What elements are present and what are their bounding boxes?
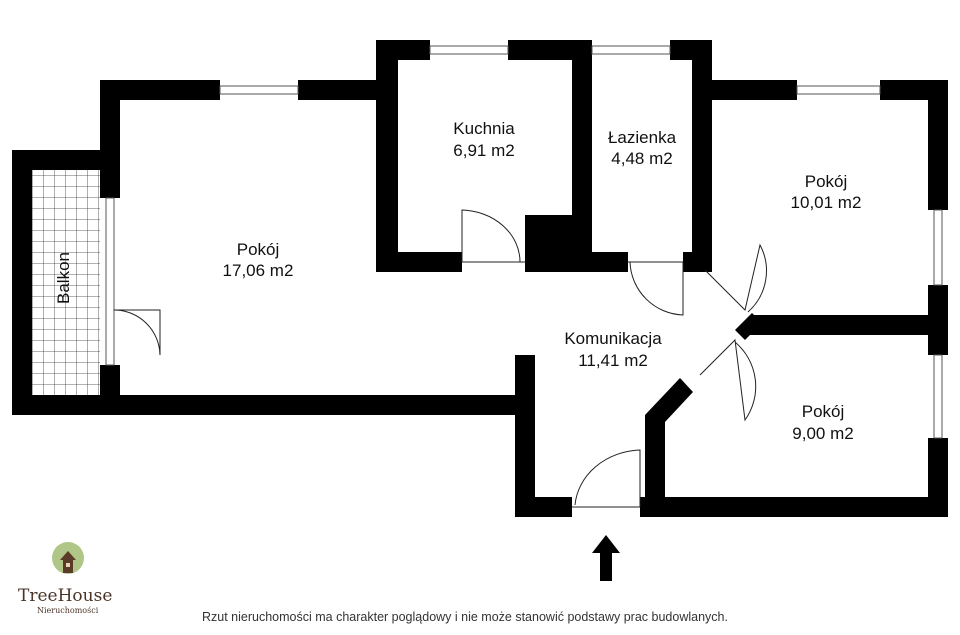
disclaimer: Rzut nieruchomości ma charakter poglądow… <box>202 610 728 624</box>
walls <box>12 40 948 517</box>
room-pokoj-3-area: 9,00 m2 <box>792 424 853 443</box>
windows <box>105 45 943 439</box>
room-lazienka-area: 4,48 m2 <box>611 149 672 168</box>
treehouse-logo-icon <box>52 542 84 574</box>
room-kuchnia-name: Kuchnia <box>453 119 515 138</box>
room-pokoj-3-name: Pokój <box>802 402 845 421</box>
room-komunikacja-area: 11,41 m2 <box>578 351 648 370</box>
room-pokoj-1-name: Pokój <box>237 240 280 259</box>
logo-name: TreeHouse <box>18 586 113 606</box>
room-lazienka-name: Łazienka <box>608 128 677 147</box>
logo-subtitle: Nieruchomości <box>37 606 99 615</box>
room-kuchnia-area: 6,91 m2 <box>453 141 514 160</box>
room-balkon-name: Balkon <box>54 252 73 304</box>
room-komunikacja-name: Komunikacja <box>564 329 662 348</box>
room-pokoj-2-name: Pokój <box>805 172 848 191</box>
balcony <box>12 150 100 415</box>
doors <box>113 209 767 508</box>
entrance-arrow-icon <box>592 535 620 581</box>
room-pokoj-1-area: 17,06 m2 <box>223 261 294 280</box>
room-pokoj-2-area: 10,01 m2 <box>791 193 862 212</box>
